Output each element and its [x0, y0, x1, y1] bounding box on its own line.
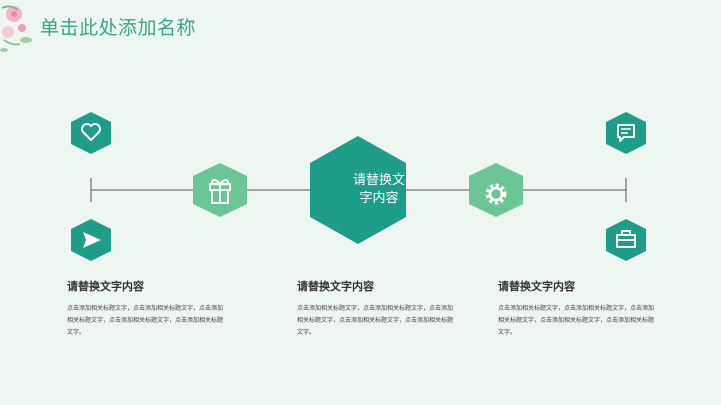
- center-hexagon-text: 请替换文 字内容: [305, 172, 453, 208]
- briefcase-hexagon: [606, 219, 646, 261]
- flower-decoration: [0, 5, 32, 52]
- gift-hexagon: [193, 163, 247, 217]
- center-hexagon: [310, 136, 406, 244]
- briefcase-icon: [616, 230, 636, 248]
- gear-icon: [485, 183, 507, 205]
- text-column-2: 请替换文字内容 点击添加相关标题文字，点击添加相关标题文字，点击添加相关标题文字…: [297, 278, 457, 339]
- message-icon: [617, 124, 635, 142]
- heart-hexagon: [71, 112, 111, 154]
- column-body[interactable]: 点击添加相关标题文字，点击添加相关标题文字，点击添加相关标题文字，点击添加相关标…: [297, 305, 454, 336]
- column-body[interactable]: 点击添加相关标题文字，点击添加相关标题文字，点击添加相关标题文字，点击添加相关标…: [67, 305, 224, 336]
- column-heading[interactable]: 请替换文字内容: [498, 280, 575, 293]
- column-heading[interactable]: 请替换文字内容: [297, 280, 374, 293]
- column-heading[interactable]: 请替换文字内容: [67, 280, 144, 293]
- gift-icon: [209, 178, 231, 204]
- send-hexagon: [71, 219, 111, 261]
- text-column-3: 请替换文字内容 点击添加相关标题文字，点击添加相关标题文字，点击添加相关标题文字…: [498, 278, 658, 339]
- center-text-line2: 字内容: [359, 191, 399, 206]
- message-hexagon: [606, 112, 646, 154]
- heart-icon: [81, 123, 101, 141]
- text-column-1: 请替换文字内容 点击添加相关标题文字，点击添加相关标题文字，点击添加相关标题文字…: [67, 278, 227, 339]
- gear-hexagon: [469, 163, 523, 217]
- center-text-line1: 请替换文: [352, 173, 405, 188]
- column-body[interactable]: 点击添加相关标题文字，点击添加相关标题文字，点击添加相关标题文字，点击添加相关标…: [498, 305, 655, 336]
- slide-title[interactable]: 单击此处添加名称: [40, 17, 197, 39]
- send-icon: [83, 232, 101, 248]
